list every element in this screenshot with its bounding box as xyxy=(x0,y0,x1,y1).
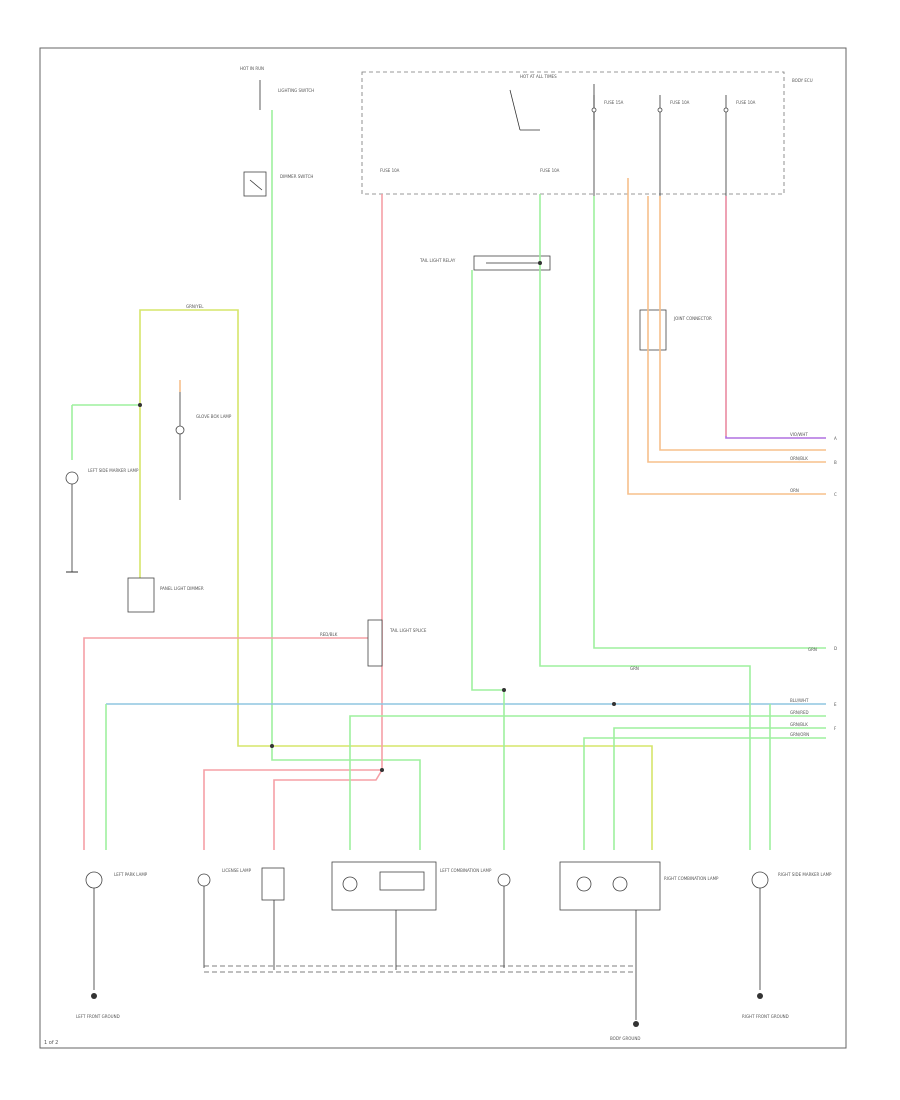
wire-green-main xyxy=(271,110,421,850)
connector-f: F xyxy=(834,726,837,731)
wire-red-left xyxy=(83,637,380,850)
wire-green-bundle-3 xyxy=(583,737,826,850)
wire-green-relay xyxy=(471,270,505,850)
wire-green-fuse-a xyxy=(593,196,826,649)
left-park-label: LEFT PARK LAMP xyxy=(114,872,148,877)
fuse-d-label: FUSE 10A xyxy=(380,168,400,173)
left-side-marker-label: LEFT SIDE MARKER LAMP xyxy=(88,468,139,473)
diagram-frame xyxy=(39,47,847,1049)
glove-lamp-block xyxy=(261,867,285,901)
top-switch-label: HOT IN RUN xyxy=(240,66,264,71)
wire-code-w6: GRN/RED xyxy=(790,710,809,715)
connector-c: C xyxy=(834,492,837,497)
splice-label: TAIL LIGHT SPLICE xyxy=(389,628,427,633)
right-combination-label: RIGHT COMBINATION LAMP xyxy=(664,876,719,881)
connector-a: A xyxy=(834,436,837,441)
ground-bus xyxy=(204,900,637,1020)
left-combination-lamp xyxy=(331,861,437,911)
license-lamp xyxy=(197,873,211,968)
joint-connector-symbol xyxy=(639,309,667,351)
ecu-label: BODY ECU xyxy=(792,78,813,83)
fuse-a-label: FUSE 15A xyxy=(604,100,624,105)
ground-right-label: RIGHT FRONT GROUND xyxy=(742,1014,789,1019)
wire-orange-3 xyxy=(627,178,826,495)
fuse-c-label: FUSE 10A xyxy=(736,100,756,105)
ground-center xyxy=(633,1021,639,1027)
relay-label: TAIL LIGHT RELAY xyxy=(419,258,456,263)
wire-code-w1: GRN/YEL xyxy=(186,304,204,309)
dimmer-label: DIMMER SWITCH xyxy=(280,174,313,179)
wire-orange-1 xyxy=(659,196,826,451)
fuse-box-outline xyxy=(361,71,785,195)
wire-code-w2: GRN xyxy=(808,647,817,652)
left-side-marker-lamp xyxy=(65,471,79,573)
lighting-switch-symbol xyxy=(243,80,267,197)
ground-left xyxy=(91,993,97,999)
left-park-lamp xyxy=(85,871,103,990)
connector-b: B xyxy=(834,460,837,465)
wire-green-fuse-e xyxy=(539,194,751,850)
wire-yellow-green xyxy=(139,309,653,850)
splice-dots xyxy=(138,261,616,772)
center-lamp xyxy=(497,873,511,968)
tail-relay-symbol xyxy=(473,255,551,271)
dimmer-module xyxy=(127,577,155,613)
connector-d: D xyxy=(834,646,837,651)
right-side-marker-label: RIGHT SIDE MARKER LAMP xyxy=(778,872,832,877)
wire-code-w11: ORN xyxy=(790,488,799,493)
wire-red-main xyxy=(203,194,383,850)
fuse-b-label: FUSE 10A xyxy=(670,100,690,105)
fuse-box-title: HOT AT ALL TIMES xyxy=(520,74,557,79)
wire-red-glove xyxy=(273,769,383,850)
wire-code-w10: ORN/BLK xyxy=(790,456,808,461)
wire-green-bundle-2 xyxy=(613,727,826,850)
panel-dimmer-label: PANEL LIGHT DIMMER xyxy=(160,586,204,591)
license-lamp-label: LICENSE LAMP xyxy=(222,868,252,873)
joint-connector-label: JOINT CONNECTOR xyxy=(673,316,712,321)
left-combination-label: LEFT COMBINATION LAMP xyxy=(440,868,492,873)
ground-left-label: LEFT FRONT GROUND xyxy=(76,1014,120,1019)
wire-code-w9: VIO/WHT xyxy=(790,432,808,437)
ground-right xyxy=(757,993,763,999)
fuse-e-label: FUSE 10A xyxy=(540,168,560,173)
wire-code-w4: GRN xyxy=(630,666,639,671)
combination-switch-label: LIGHTING SWITCH xyxy=(278,88,314,93)
glove-box-switch xyxy=(175,392,185,500)
right-combination-lamp xyxy=(559,861,661,911)
glove-box-label: GLOVE BOX LAMP xyxy=(196,414,232,419)
wire-code-w3: RED/BLK xyxy=(320,632,338,637)
right-side-marker-lamp xyxy=(751,871,769,990)
fuse-box-components xyxy=(509,84,729,196)
connector-e: E xyxy=(834,702,837,707)
page-number: 1 of 2 xyxy=(44,1040,59,1046)
wire-orange-2 xyxy=(647,196,826,463)
wire-violet xyxy=(725,196,826,439)
wire-green-bundle-1 xyxy=(349,715,826,850)
wire-code-w8: GRN/ORN xyxy=(790,732,809,737)
splice-connector xyxy=(367,619,383,667)
wire-code-w5: BLU/WHT xyxy=(790,698,809,703)
wire-code-w7: GRN/BLK xyxy=(790,722,808,727)
ground-center-label: BODY GROUND xyxy=(610,1036,640,1041)
